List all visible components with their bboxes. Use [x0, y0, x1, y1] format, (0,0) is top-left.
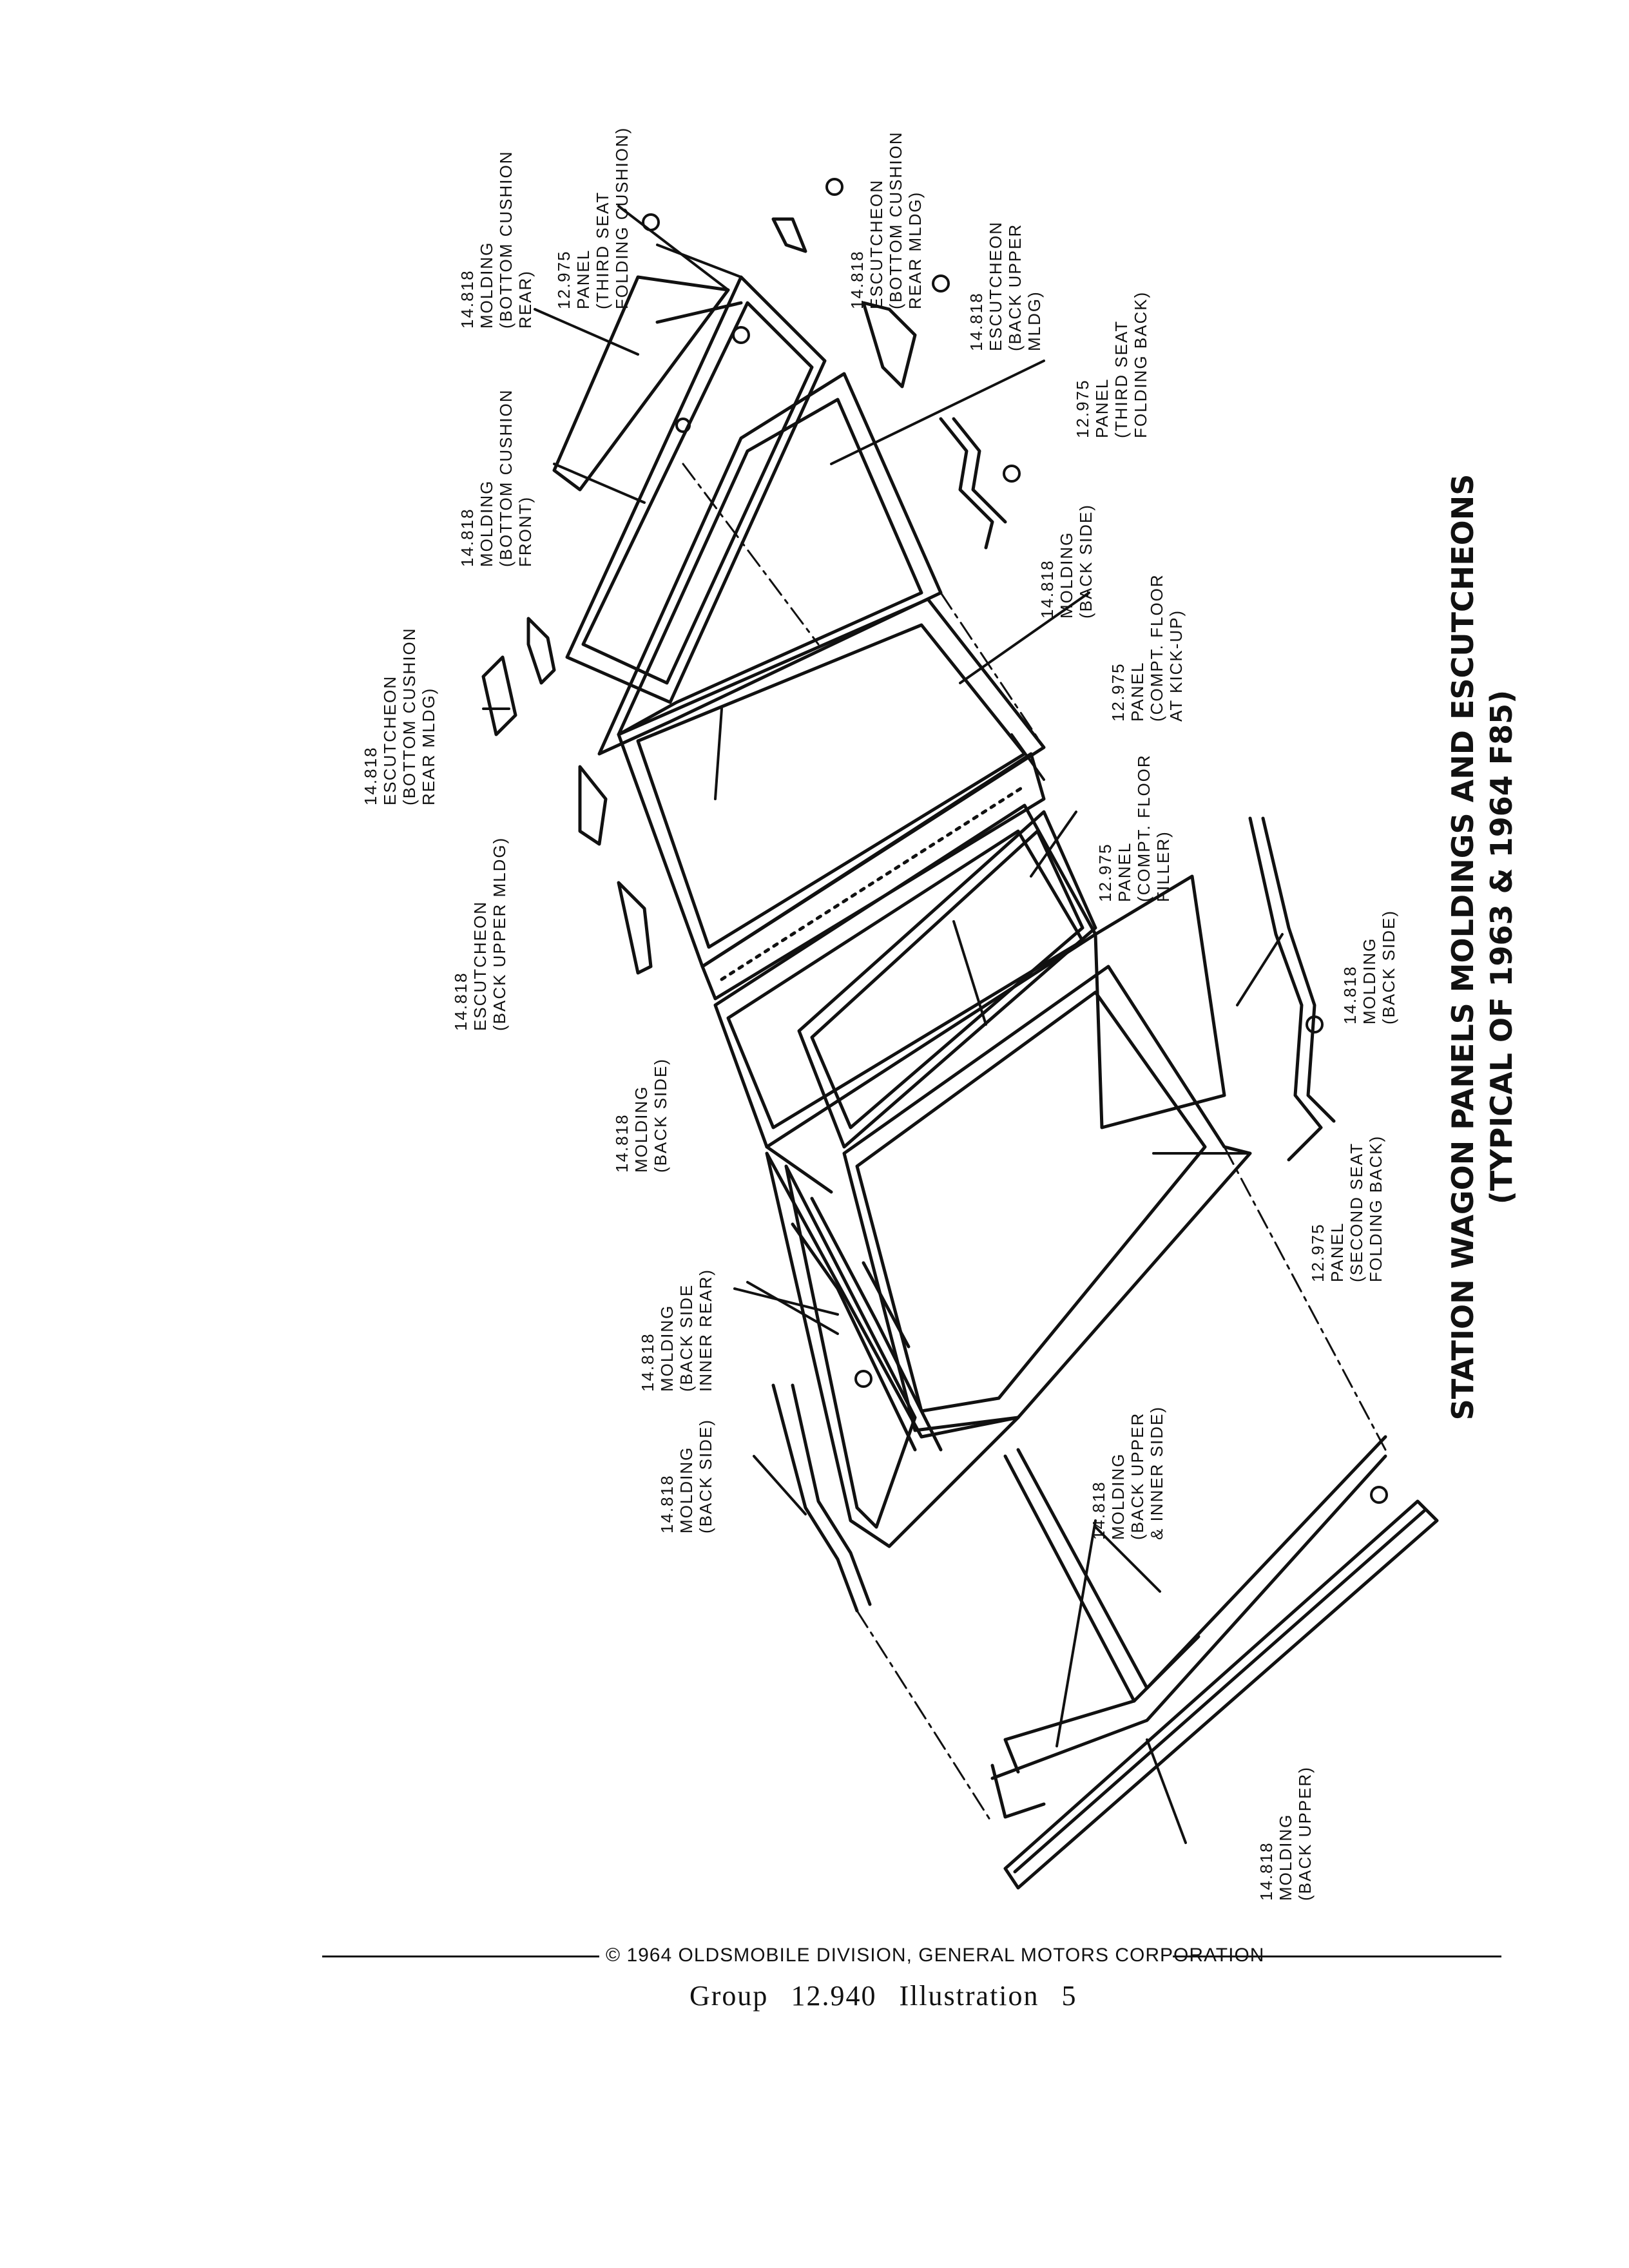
group-number: 12.940	[791, 1980, 877, 2012]
diagram-title: STATION WAGON PANELS MOLDINGS AND ESCUTC…	[1443, 454, 1521, 1440]
title-line-1: STATION WAGON PANELS MOLDINGS AND ESCUTC…	[1445, 474, 1480, 1421]
callout-molding-bottom-cushion-rear: 14.818 MOLDING (BOTTOM CUSHION REAR)	[458, 150, 535, 329]
callout-panel-compt-floor-filler: 12.975 PANEL (COMPT. FLOOR FILLER)	[1095, 754, 1173, 902]
callout-molding-back-side-center: 14.818 MOLDING (BACK SIDE)	[612, 1057, 670, 1173]
callout-molding-back-upper: 14.818 MOLDING (BACK UPPER)	[1257, 1766, 1315, 1901]
callout-molding-back-upper-inner-side: 14.818 MOLDING (BACK UPPER & INNER SIDE)	[1089, 1405, 1166, 1540]
footer-rule-right	[1173, 1956, 1501, 1957]
back-side-molding-right-upper	[939, 417, 1007, 550]
screw-icons	[642, 178, 1388, 1504]
leader-arrows	[482, 205, 1284, 1844]
third-seat-folding-cushion-panel	[552, 275, 827, 704]
third-seat-folding-back-panel	[597, 372, 943, 756]
callout-escutcheon-bottom-cushion-rear-mldg-top: 14.818 ESCUTCHEON (BOTTOM CUSHION REAR M…	[847, 131, 925, 309]
footer-rule-left	[322, 1956, 599, 1957]
callout-escutcheon-back-upper-mldg-left: 14.818 ESCUTCHEON (BACK UPPER MLDG)	[451, 836, 509, 1031]
callout-panel-second-seat-folding-back: 12.975 PANEL (SECOND SEAT FOLDING BACK)	[1308, 1135, 1385, 1282]
alignment-lines	[682, 463, 1387, 1825]
copyright-notice: © 1964 OLDSMOBILE DIVISION, GENERAL MOTO…	[606, 1945, 1265, 1966]
title-line-2: (TYPICAL OF 1963 & 1964 F85)	[1484, 689, 1519, 1205]
compartment-floor-filler-panel	[700, 752, 1046, 1001]
group-illustration-caption: Group 12.940 Illustration 5	[689, 1979, 1092, 2012]
callout-molding-back-side-right-lower: 14.818 MOLDING (BACK SIDE)	[1340, 909, 1398, 1024]
callout-molding-back-side-lower-left: 14.818 MOLDING (BACK SIDE)	[657, 1418, 715, 1533]
compartment-floor-kick-up-panel	[617, 597, 1046, 968]
back-side-molding-left	[771, 1383, 872, 1613]
escutcheon-shapes	[481, 217, 917, 975]
callout-escutcheon-bottom-cushion-rear-mldg-left: 14.818 ESCUTCHEON (BOTTOM CUSHION REAR M…	[361, 627, 438, 805]
callout-panel-compt-floor-kick-up: 12.975 PANEL (COMPT. FLOOR AT KICK-UP)	[1108, 573, 1186, 722]
group-label: Group	[689, 1980, 769, 2012]
callout-escutcheon-back-upper-mldg-right: 14.818 ESCUTCHEON (BACK UPPER MLDG)	[967, 220, 1044, 351]
callout-molding-back-side-inner-rear: 14.818 MOLDING (BACK SIDE INNER REAR)	[638, 1268, 715, 1392]
illustration-number: 5	[1061, 1980, 1077, 2012]
callout-panel-third-seat-folding-cushion: 12.975 PANEL (THIRD SEAT FOLDING CUSHION…	[554, 126, 631, 309]
back-side-molding-right-lower	[1248, 816, 1336, 1162]
callout-molding-back-side-right-upper: 14.818 MOLDING (BACK SIDE)	[1037, 503, 1095, 619]
illustration-label: Illustration	[899, 1980, 1039, 2012]
callout-molding-bottom-cushion-front: 14.818 MOLDING (BOTTOM CUSHION FRONT)	[458, 389, 535, 567]
back-upper-inner-side-molding	[990, 1435, 1387, 1819]
back-upper-molding	[1003, 1499, 1439, 1890]
callout-panel-third-seat-folding-back: 12.975 PANEL (THIRD SEAT FOLDING BACK)	[1073, 291, 1150, 438]
compartment-floor-filler-right-panel	[797, 810, 1226, 1149]
second-seat-cushion-frame	[765, 1151, 1020, 1548]
second-seat-folding-back-panel	[842, 965, 1252, 1432]
